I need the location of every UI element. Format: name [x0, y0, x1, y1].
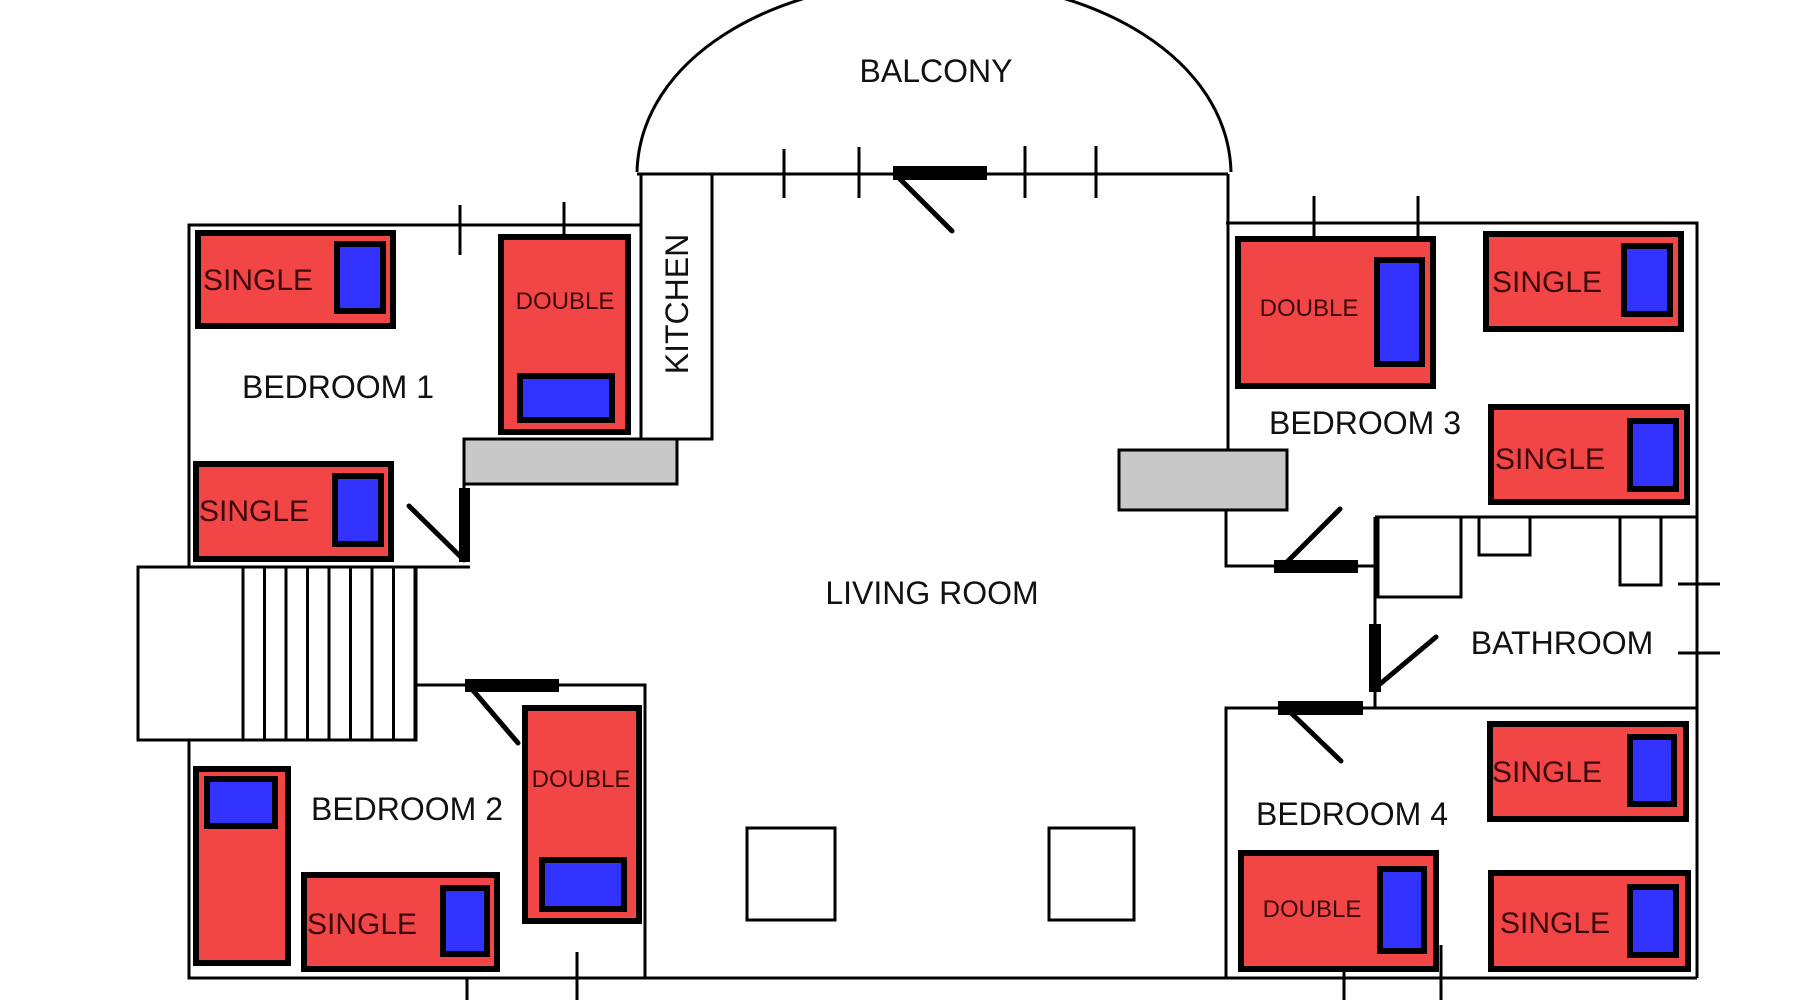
svg-text:SINGLE: SINGLE: [1500, 907, 1610, 940]
bedroom-1-label: BEDROOM 1: [242, 369, 434, 405]
svg-text:DOUBLE: DOUBLE: [1263, 896, 1362, 923]
balcony-window-ticks: [782, 146, 1098, 198]
br3-bed-single-bottom: SINGLE: [1488, 404, 1690, 505]
br2-bed-single: SINGLE: [301, 872, 500, 972]
svg-text:SINGLE: SINGLE: [1492, 756, 1602, 789]
bathroom-label: BATHROOM: [1471, 625, 1654, 661]
balcony-door[interactable]: [893, 166, 987, 234]
living-room: LIVING ROOM: [710, 174, 1289, 922]
br1-bed-double: DOUBLE: [498, 234, 631, 435]
bedroom-1: SINGLE DOUBLE SINGLE BEDROOM 1: [187, 174, 679, 569]
living-room-furniture-right: [1047, 826, 1136, 922]
svg-text:SINGLE: SINGLE: [1492, 266, 1602, 299]
svg-text:SINGLE: SINGLE: [307, 908, 417, 941]
living-room-counter: [1117, 448, 1289, 512]
br4-bed-single-bottom: SINGLE: [1488, 870, 1691, 972]
br4-bed-single-top: SINGLE: [1487, 721, 1689, 822]
svg-text:DOUBLE: DOUBLE: [1260, 295, 1359, 322]
bedroom-2-label: BEDROOM 2: [311, 791, 503, 827]
staircase[interactable]: [136, 565, 418, 742]
bedroom-3-label: BEDROOM 3: [1269, 405, 1461, 441]
br3-bed-double: DOUBLE: [1235, 236, 1436, 389]
bathroom-door[interactable]: [1369, 624, 1439, 692]
bedroom-3: DOUBLE SINGLE SINGLE BEDROOM 3: [1224, 196, 1699, 978]
br2-bed-double: DOUBLE: [522, 705, 642, 924]
br1-counter: [462, 437, 679, 486]
svg-text:DOUBLE: DOUBLE: [516, 288, 615, 315]
br1-bed-single-bottom: SINGLE: [193, 461, 394, 562]
bathroom-fixture: [1477, 515, 1532, 557]
svg-text:SINGLE: SINGLE: [199, 495, 309, 528]
bathroom: BATHROOM: [1369, 515, 1720, 708]
living-room-label: LIVING ROOM: [825, 575, 1038, 611]
br2-door[interactable]: [465, 679, 559, 746]
bathroom-fixture: [1376, 515, 1463, 599]
balcony-arc: [635, 0, 1233, 173]
svg-text:SINGLE: SINGLE: [1495, 443, 1605, 476]
living-room-furniture-left: [745, 826, 837, 922]
kitchen-label: KITCHEN: [659, 234, 695, 374]
br2-bed-single-vertical: [193, 766, 291, 966]
svg-text:DOUBLE: DOUBLE: [532, 766, 631, 793]
br1-door[interactable]: [406, 488, 470, 563]
br3-door[interactable]: [1274, 506, 1358, 573]
br1-bed-single-top: SINGLE: [195, 230, 396, 329]
bedroom-2: SINGLE DOUBLE BEDROOM 2: [187, 679, 1226, 1000]
bathroom-fixture: [1618, 515, 1663, 587]
balcony-label: BALCONY: [860, 53, 1013, 89]
svg-text:SINGLE: SINGLE: [203, 264, 313, 297]
br3-bed-single-top: SINGLE: [1483, 231, 1684, 332]
bedroom-4: SINGLE DOUBLE SINGLE BEDROOM 4: [1224, 701, 1697, 1000]
br4-bed-double: DOUBLE: [1238, 850, 1439, 972]
br4-door[interactable]: [1278, 701, 1363, 764]
bedroom-4-label: BEDROOM 4: [1256, 796, 1448, 832]
